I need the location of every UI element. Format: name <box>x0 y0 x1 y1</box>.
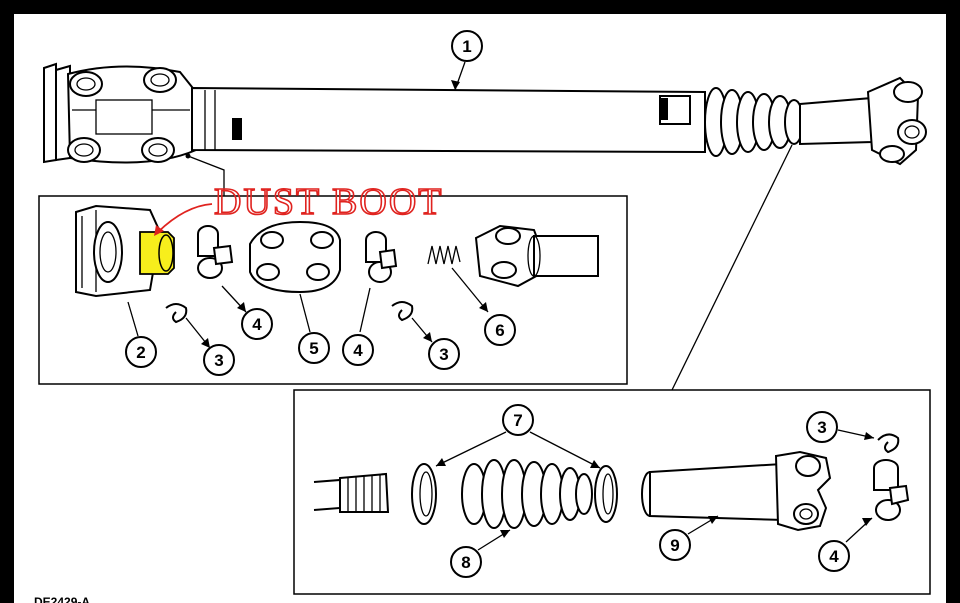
centering-spring <box>427 245 461 265</box>
inset-slip-yoke <box>293 389 931 595</box>
boot-clamp-ring-left <box>411 463 437 525</box>
inset-front-ujoint <box>38 195 628 385</box>
callout-3b: 3 <box>439 345 448 364</box>
callout-1: 1 <box>462 37 471 56</box>
ujoint-cross-b <box>365 231 398 283</box>
callout-7: 7 <box>513 411 522 430</box>
ujoint-cross-c <box>873 459 910 521</box>
callout-4c: 4 <box>829 547 839 566</box>
slip-yoke <box>641 450 832 532</box>
dust-boot-arrow <box>157 203 213 233</box>
drawing-code: DE2429-A <box>34 595 90 603</box>
coupling-yoke-end <box>474 224 599 288</box>
ujoint-cross-a <box>197 225 234 279</box>
callout-4a: 4 <box>252 315 262 334</box>
dust-boot-annotation: DUST BOOT <box>214 181 444 223</box>
center-coupling-yoke <box>249 220 341 294</box>
splined-shaft <box>313 472 390 513</box>
callout-2: 2 <box>136 343 145 362</box>
driveshaft-assembly <box>43 62 927 166</box>
callout-3a: 3 <box>214 351 223 370</box>
callout-9: 9 <box>670 536 679 555</box>
callout-4b: 4 <box>353 341 363 360</box>
flange-yoke <box>75 204 175 298</box>
callout-6: 6 <box>495 321 504 340</box>
callout-8: 8 <box>461 553 470 572</box>
boot-clamp-ring-right <box>594 465 618 523</box>
callout-5: 5 <box>309 339 318 358</box>
dust-boot-bellows <box>461 459 593 529</box>
callout-3c: 3 <box>817 418 826 437</box>
